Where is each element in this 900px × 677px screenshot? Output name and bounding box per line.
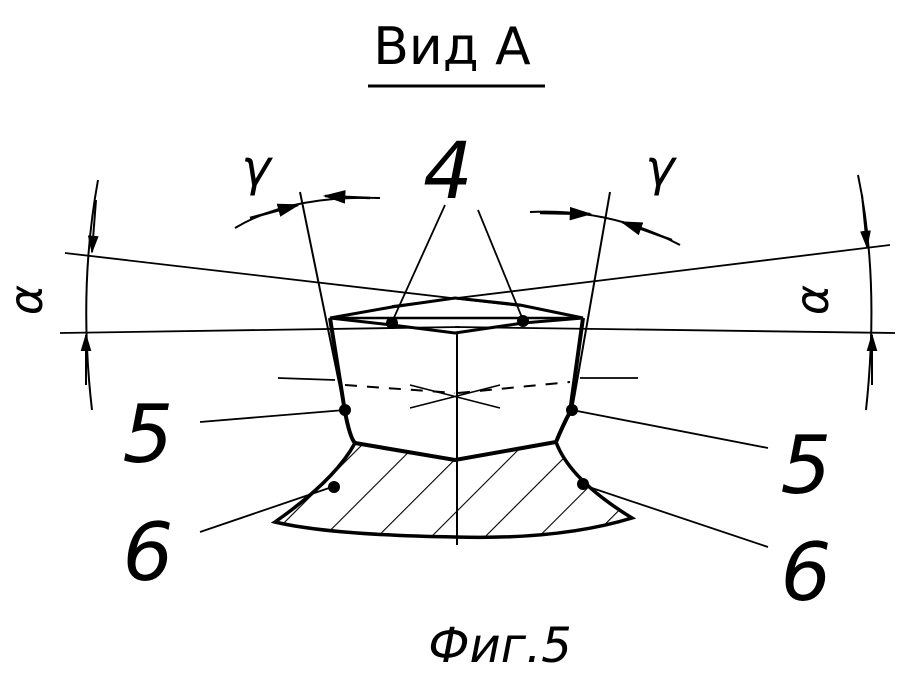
- alpha-arc-left: [85, 179, 99, 411]
- dashed-right: [457, 381, 571, 394]
- alpha-label-right: α: [785, 285, 839, 315]
- alpha-line-left-horizontal: [59, 326, 461, 334]
- leader-4-right: [477, 209, 524, 321]
- gamma-arrow-right-2: [619, 220, 673, 242]
- ref-label-4: 4: [423, 127, 473, 217]
- ref-label-5-left: 5: [123, 388, 174, 481]
- alpha-line-right-horizontal: [454, 326, 896, 334]
- cross-line-2: [409, 384, 501, 409]
- ref-label-5-right: 5: [781, 419, 832, 512]
- point-5-left: [339, 404, 351, 416]
- leader-4-left: [391, 204, 446, 323]
- centerline-left: [277, 377, 336, 381]
- gamma-line-left: [299, 191, 346, 413]
- view-title: Вид А: [373, 17, 531, 77]
- leader-5-left: [199, 409, 346, 423]
- point-6-right: [577, 478, 589, 490]
- leader-6-right: [582, 484, 769, 548]
- figure-caption: Фиг.5: [428, 618, 572, 674]
- point-6-left: [328, 481, 340, 493]
- alpha-arc-right: [857, 174, 873, 411]
- point-4-right: [517, 315, 529, 327]
- gamma-arrow-left: [249, 203, 301, 220]
- alpha-label-left: α: [0, 285, 53, 315]
- gamma-arrow-left-2: [322, 190, 371, 204]
- alpha-line-right-incline: [391, 244, 891, 307]
- point-4-left: [386, 317, 398, 329]
- gamma-line-right: [571, 191, 611, 411]
- leader-5-right: [571, 409, 769, 449]
- ref-label-6-left: 6: [123, 506, 174, 599]
- gamma-arc-left: [234, 196, 381, 229]
- gamma-label-right: γ: [645, 139, 677, 197]
- leader-6-left: [199, 486, 333, 533]
- alpha-arrow-right-top: [860, 194, 871, 249]
- point-5-right: [566, 404, 578, 416]
- ref-label-6-right: 6: [781, 526, 832, 619]
- hatched-section: [270, 440, 637, 540]
- gamma-arrow-right: [539, 206, 593, 221]
- alpha-line-left-incline: [64, 252, 521, 307]
- body-outline: [328, 317, 585, 463]
- alpha-arrow-left-top: [87, 199, 99, 254]
- gamma-label-left: γ: [241, 139, 273, 197]
